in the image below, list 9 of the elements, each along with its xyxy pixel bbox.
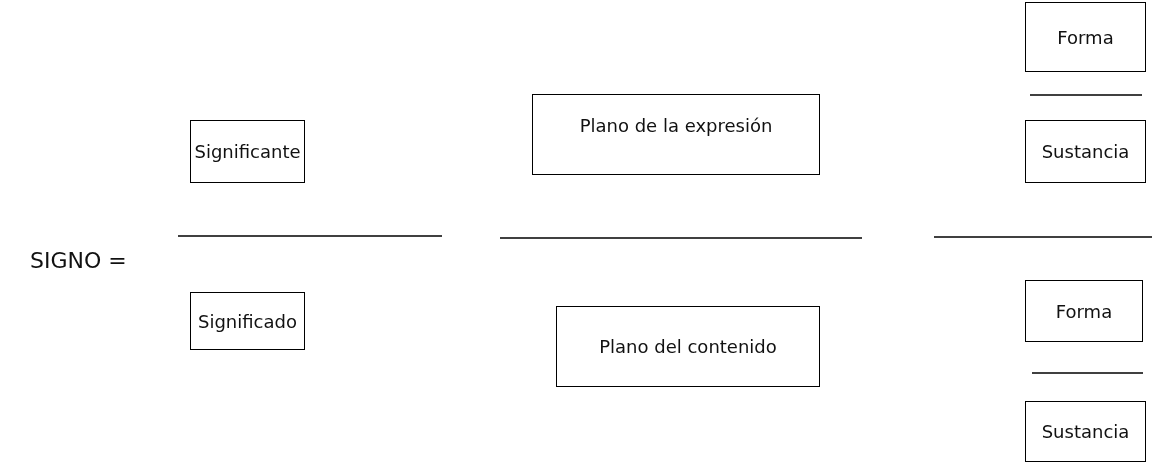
text-box: Significado — [190, 292, 305, 350]
text-box: Sustancia — [1025, 401, 1146, 462]
text-box: Forma — [1025, 280, 1143, 342]
text-box: Forma — [1025, 2, 1146, 72]
text-box: Sustancia — [1025, 120, 1146, 183]
equation-label: SIGNO = — [30, 248, 127, 273]
text-box: Plano de la expresión — [532, 94, 820, 175]
text-box: Significante — [190, 120, 305, 183]
text-box: Plano del contenido — [556, 306, 820, 387]
